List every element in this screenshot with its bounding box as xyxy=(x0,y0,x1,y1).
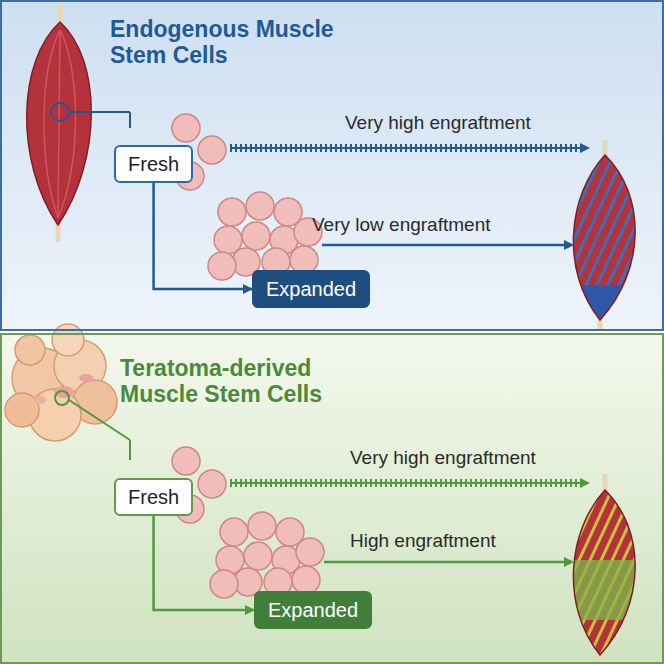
box-label: Fresh xyxy=(128,151,179,177)
panel-band: Endogenous Muscle Stem CellsFreshExpande… xyxy=(0,0,664,331)
engraftment-label: Very high engraftment xyxy=(345,112,531,134)
box-label: Expanded xyxy=(266,276,356,302)
box-label: Fresh xyxy=(128,484,179,510)
expansion-arrow xyxy=(154,516,254,610)
engraftment-label: Very low engraftment xyxy=(312,214,490,236)
fresh-box: Fresh xyxy=(114,145,193,183)
fresh-box: Fresh xyxy=(114,478,193,516)
engrafted-muscle xyxy=(550,474,660,664)
expansion-arrow xyxy=(154,183,252,289)
engraftment-label: High engraftment xyxy=(350,530,496,552)
engraftment-label: Very high engraftment xyxy=(350,447,536,469)
teratoma xyxy=(5,324,130,460)
panel-band: Teratoma-derived Muscle Stem CellsFreshE… xyxy=(0,333,664,664)
box-label: Expanded xyxy=(268,597,358,623)
expanded-box: Expanded xyxy=(254,591,372,629)
panel-title: Endogenous Muscle Stem Cells xyxy=(110,16,340,69)
panel-title: Teratoma-derived Muscle Stem Cells xyxy=(120,355,350,408)
engrafted-muscle xyxy=(550,140,660,331)
expanded-box: Expanded xyxy=(252,270,370,308)
